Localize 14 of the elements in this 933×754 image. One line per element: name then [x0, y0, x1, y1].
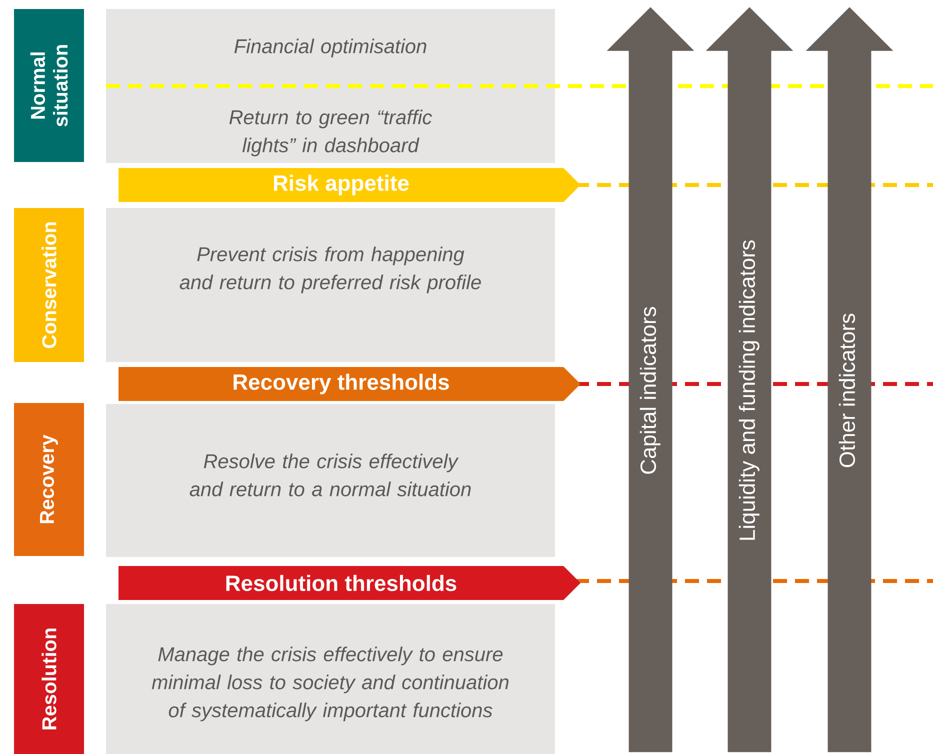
indicator-band: Capital indicators	[606, 7, 694, 752]
threshold-banner: Recovery thresholds	[118, 367, 580, 401]
description-box: Prevent crisis from happening and return to preferred risk profile	[106, 208, 555, 362]
description-box: Manage the crisis effectively to ensure minimal loss to society and continuation of systematically important functions	[106, 604, 555, 754]
threshold-banner: Risk appetite	[118, 168, 580, 202]
description-box: Financial optimisation Return to green “traffic lights” in dashboard	[106, 9, 555, 163]
indicator-band: Other indicators	[806, 7, 894, 752]
indicator-band: Liquidity and funding indicators	[706, 7, 794, 752]
phase-label: Normal situation	[14, 9, 84, 162]
phase-label: Conservation	[14, 208, 84, 362]
description-box: Resolve the crisis effectively and return to a normal situation	[106, 404, 555, 557]
phase-label: Recovery	[14, 403, 84, 556]
threshold-banner: Resolution thresholds	[118, 566, 580, 600]
phase-label: Resolution	[14, 604, 84, 754]
